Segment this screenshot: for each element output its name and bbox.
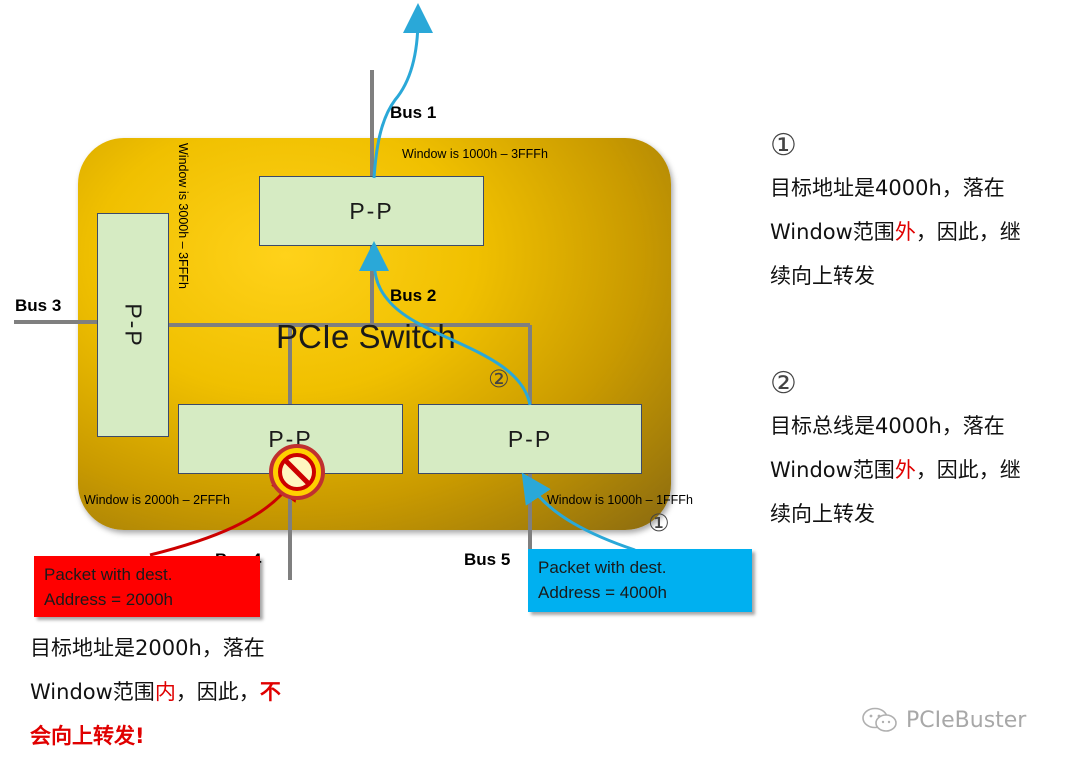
note-one-line3: 续向上转发	[770, 264, 875, 288]
red-packet-line2: Address = 2000h	[44, 590, 174, 609]
note-two-line3: 续向上转发	[770, 502, 875, 526]
watermark: PCIeBuster	[860, 706, 1026, 734]
bus3-label: Bus 3	[15, 296, 62, 315]
note-one-line1: 目标地址是4000h，落在	[770, 176, 1005, 200]
note-two: ② 目标总线是4000h，落在 Window范围外，因此，继 续向上转发	[770, 364, 1070, 536]
note-bottom-line2: Window范围内，因此，不	[30, 680, 281, 704]
pp-label: P-P	[349, 197, 394, 224]
note-bottom-line1: 目标地址是2000h，落在	[30, 636, 265, 660]
pp-box-top: P-P	[259, 176, 484, 246]
watermark-text: PCIeBuster	[906, 707, 1027, 733]
blue-packet-line2: Address = 4000h	[538, 583, 668, 602]
switch-label: PCIe Switch	[276, 318, 456, 355]
bus5-label: Bus 5	[464, 550, 511, 569]
bus1-label: Bus 1	[390, 103, 437, 122]
note-two-line2: Window范围外，因此，继	[770, 458, 1021, 482]
pp-box-left: P-P	[97, 213, 169, 437]
blue-packet: Packet with dest. Address = 4000h	[528, 549, 752, 612]
note-two-marker: ②	[770, 366, 797, 401]
note-one-line2: Window范围外，因此，继	[770, 220, 1021, 244]
window-label-top: Window is 1000h – 3FFFh	[402, 147, 548, 161]
note-one: ① 目标地址是4000h，落在 Window范围外，因此，继 续向上转发	[770, 126, 1070, 298]
note-two-line1: 目标总线是4000h，落在	[770, 414, 1005, 438]
note-one-marker: ①	[770, 128, 797, 163]
forbidden-icon	[269, 444, 325, 500]
pp-box-bottom-right: P-P	[418, 404, 642, 474]
arrow-bus2-to-top-pp	[359, 241, 532, 406]
wechat-icon	[862, 707, 897, 732]
note-bottom: 目标地址是2000h，落在 Window范围内，因此，不 会向上转发!	[30, 626, 350, 758]
marker-two: ②	[488, 366, 510, 393]
arrow-packet-to-pp	[521, 472, 636, 552]
window-label-bottom-left: Window is 2000h – 2FFFh	[84, 493, 230, 507]
red-packet-line1: Packet with dest.	[44, 565, 173, 584]
pp-label: P-P	[507, 425, 553, 452]
arrow-bus1-out	[372, 3, 433, 179]
red-packet: Packet with dest. Address = 2000h	[34, 556, 260, 617]
blue-packet-line1: Packet with dest.	[538, 558, 667, 577]
arrow-red-packet	[149, 469, 301, 557]
window-label-bottom-right: Window is 1000h – 1FFFh	[547, 493, 693, 507]
marker-one: ①	[648, 510, 670, 537]
bus2-label: Bus 2	[390, 286, 437, 305]
note-bottom-line3: 会向上转发!	[30, 724, 145, 748]
